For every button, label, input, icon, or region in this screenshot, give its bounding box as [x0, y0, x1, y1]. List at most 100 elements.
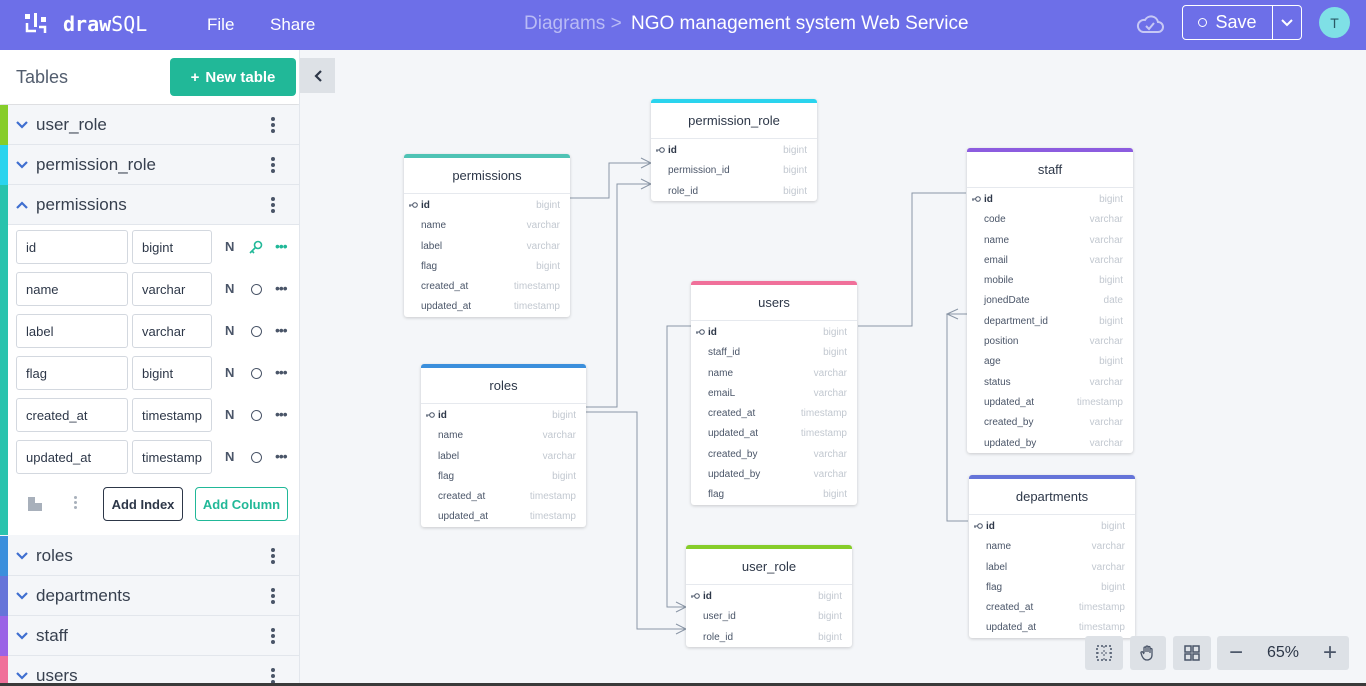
column-options-icon[interactable]: ••• — [275, 364, 288, 380]
table-options-icon[interactable] — [268, 547, 278, 565]
diagram-table-title[interactable]: roles — [421, 368, 586, 404]
column-type-input[interactable]: bigint — [132, 356, 212, 390]
column-options-icon[interactable]: ••• — [275, 238, 288, 254]
column-type-input[interactable]: bigint — [132, 230, 212, 264]
table-options-icon[interactable] — [268, 627, 278, 645]
chevron-down-icon[interactable] — [15, 629, 29, 643]
column-type-input[interactable]: varchar — [132, 314, 212, 348]
table-options-icon[interactable] — [268, 116, 278, 134]
column-type-input[interactable]: timestamp — [132, 440, 212, 474]
new-table-button[interactable]: +New table — [170, 58, 296, 96]
diagram-table-title[interactable]: user_role — [686, 549, 852, 585]
chevron-down-icon[interactable] — [15, 118, 29, 132]
column-name-input[interactable]: updated_at — [16, 440, 128, 474]
nullable-toggle[interactable]: N — [225, 449, 235, 464]
fit-view-button[interactable] — [1085, 636, 1123, 670]
primary-key-toggle-icon[interactable] — [251, 452, 262, 463]
brand-name[interactable]: drawSQL — [63, 12, 147, 36]
collapse-sidebar-button[interactable] — [300, 58, 335, 93]
table-options-icon[interactable] — [268, 587, 278, 605]
sidebar-table-staff[interactable]: staff — [0, 616, 299, 656]
table-settings-icon[interactable] — [26, 495, 44, 513]
sidebar-table-users[interactable]: users — [0, 656, 299, 686]
share-menu[interactable]: Share — [270, 15, 316, 34]
primary-key-toggle-icon[interactable] — [251, 368, 262, 379]
chevron-down-icon[interactable] — [15, 669, 29, 683]
sidebar-table-departments[interactable]: departments — [0, 576, 299, 616]
chevron-down-icon[interactable] — [15, 158, 29, 172]
breadcrumb-diagrams[interactable]: Diagrams — [524, 13, 606, 34]
chevron-up-icon[interactable] — [15, 198, 29, 212]
column-options-icon[interactable]: ••• — [275, 280, 288, 296]
column-name-input[interactable]: name — [16, 272, 128, 306]
nullable-toggle[interactable]: N — [225, 407, 235, 422]
column-name-input[interactable]: created_at — [16, 398, 128, 432]
diagram-table-title[interactable]: permissions — [404, 158, 570, 194]
drawsql-logo-icon[interactable] — [22, 11, 50, 39]
diagram-title[interactable]: NGO management system Web Service — [630, 13, 969, 34]
grid-view-button[interactable] — [1173, 636, 1211, 670]
chevron-down-icon[interactable] — [15, 589, 29, 603]
sidebar-table-roles[interactable]: roles — [0, 536, 299, 576]
column-name-input[interactable]: label — [16, 314, 128, 348]
save-button[interactable]: Save — [1183, 6, 1273, 39]
table-options-icon[interactable] — [268, 667, 278, 685]
diagram-table-title[interactable]: users — [691, 285, 857, 321]
zoom-in-button[interactable]: + — [1322, 639, 1337, 666]
primary-key-toggle-icon[interactable] — [251, 410, 262, 421]
primary-key-toggle-icon[interactable] — [251, 326, 262, 337]
column-options-icon[interactable]: ••• — [275, 322, 288, 338]
save-dropdown-button[interactable] — [1273, 6, 1301, 39]
pan-tool-button[interactable] — [1130, 636, 1166, 670]
chevron-down-icon[interactable] — [15, 549, 29, 563]
diagram-table-title[interactable]: staff — [967, 152, 1133, 188]
zoom-out-button[interactable]: − — [1228, 639, 1243, 666]
cloud-sync-icon[interactable] — [1135, 10, 1165, 38]
add-index-button[interactable]: Add Index — [103, 487, 183, 521]
column-type-input[interactable]: varchar — [132, 272, 212, 306]
diagram-table-title[interactable]: permission_role — [651, 103, 817, 139]
file-menu[interactable]: File — [207, 15, 235, 34]
primary-key-icon[interactable] — [248, 239, 264, 255]
